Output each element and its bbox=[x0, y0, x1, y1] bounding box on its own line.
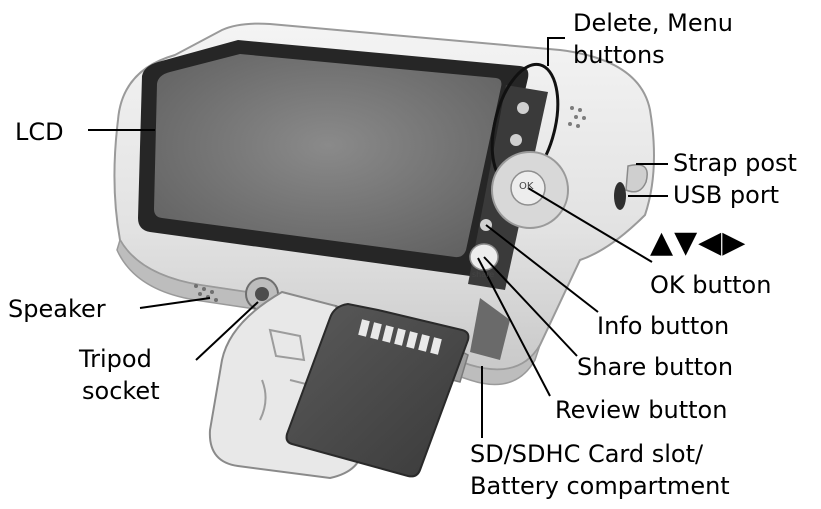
label-info-button: Info button bbox=[597, 312, 730, 340]
leader-review-button bbox=[477, 257, 551, 397]
usb-port bbox=[614, 182, 626, 210]
label-lcd: LCD bbox=[15, 118, 64, 146]
label-speaker: Speaker bbox=[8, 295, 106, 323]
leader-share-button bbox=[483, 256, 578, 357]
delete-button bbox=[517, 102, 529, 114]
share-button-text: share bbox=[472, 270, 495, 279]
sd-card-contacts bbox=[358, 319, 442, 355]
leader-speaker bbox=[139, 297, 211, 309]
menu-button bbox=[510, 134, 522, 146]
label-direction-arrows: ▲▼◀▶ bbox=[650, 225, 747, 260]
ok-button-text: OK bbox=[519, 181, 534, 192]
leader-ok-button bbox=[527, 187, 653, 263]
label-share-button: Share button bbox=[577, 353, 734, 381]
label-review-button: Review button bbox=[555, 396, 728, 424]
lcd-screen bbox=[154, 54, 502, 258]
label-usb-port: USB port bbox=[673, 181, 780, 209]
label-delete-menu-line1: Delete, Menu bbox=[573, 9, 734, 37]
card-slot-latch bbox=[470, 298, 510, 360]
tripod-socket-hole bbox=[255, 287, 269, 301]
leader-info-button bbox=[485, 224, 599, 313]
label-strap-post: Strap post bbox=[673, 149, 797, 177]
leader-delete-menu bbox=[547, 37, 565, 66]
leader-lines bbox=[88, 37, 668, 438]
label-delete-menu-line2: buttons bbox=[573, 41, 665, 69]
top-speaker-holes bbox=[568, 106, 586, 128]
label-tripod-line2: socket bbox=[82, 377, 160, 405]
strap-post bbox=[625, 164, 648, 193]
label-tripod-line1: Tripod bbox=[79, 345, 152, 373]
leader-tripod-socket bbox=[195, 301, 259, 361]
label-card-slot-line2: Battery compartment bbox=[470, 472, 730, 500]
label-ok-button: OK button bbox=[650, 271, 772, 299]
label-card-slot-line1: SD/SDHC Card slot/ bbox=[470, 440, 704, 468]
